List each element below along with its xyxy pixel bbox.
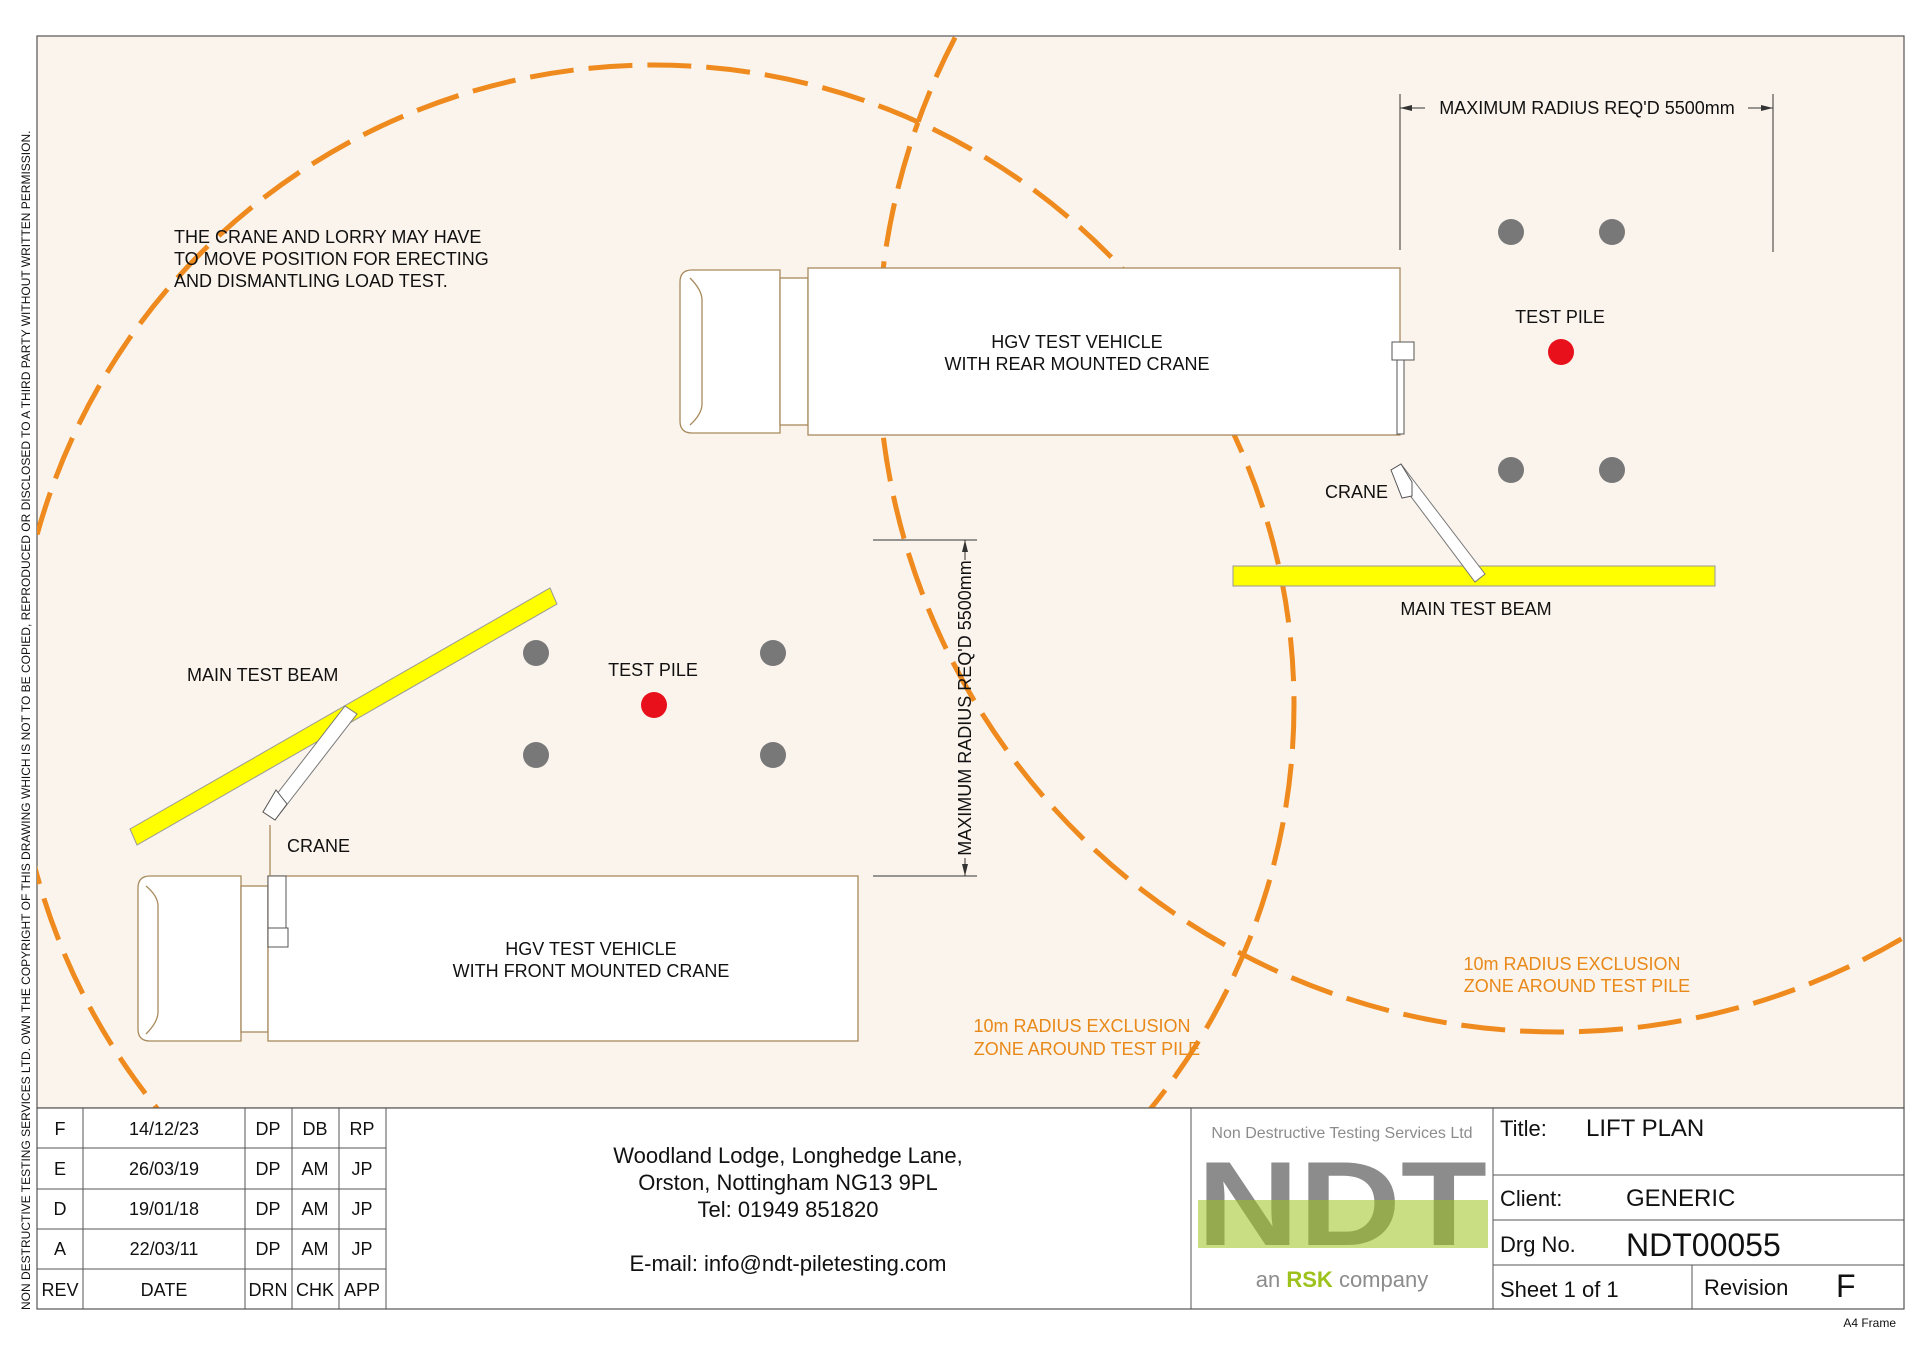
title-block (36, 1107, 1905, 1310)
date-cell: 26/03/19 (129, 1159, 199, 1179)
date-cell: 22/03/11 (130, 1239, 199, 1259)
revision-label: Revision (1704, 1275, 1788, 1300)
client-label: Client: (1500, 1186, 1562, 1211)
right-vehicle-label-1: HGV TEST VEHICLE (991, 332, 1162, 352)
left-vehicle-label-2: WITH FRONT MOUNTED CRANE (453, 961, 730, 981)
note-line-3: AND DISMANTLING LOAD TEST. (174, 271, 448, 291)
left-beam-label: MAIN TEST BEAM (187, 665, 338, 685)
right-anchor-pile (1498, 219, 1524, 245)
address-line-2: Orston, Nottingham NG13 9PL (638, 1170, 938, 1195)
address-tel: Tel: 01949 851820 (697, 1197, 878, 1222)
right-anchor-pile (1599, 457, 1625, 483)
left-anchor-pile (760, 640, 786, 666)
left-radius-label: MAXIMUM RADIUS REQ'D 5500mm (955, 560, 975, 855)
drg-value: NDT00055 (1626, 1227, 1781, 1263)
chk-cell: AM (302, 1159, 329, 1179)
note-line-1: THE CRANE AND LORRY MAY HAVE (174, 227, 481, 247)
address-email: E-mail: info@ndt-piletesting.com (629, 1251, 946, 1276)
title-value: LIFT PLAN (1586, 1115, 1704, 1142)
drn-cell: DP (255, 1199, 280, 1219)
rev-cell: F (55, 1119, 66, 1139)
right-pile-label: TEST PILE (1515, 307, 1605, 327)
left-anchor-pile (523, 640, 549, 666)
left-anchor-pile (760, 742, 786, 768)
logo-company-name: Non Destructive Testing Services Ltd (1211, 1125, 1472, 1142)
sheet-number: Sheet 1 of 1 (1500, 1277, 1619, 1302)
chk-cell: AM (302, 1239, 329, 1259)
tagline-pre: an (1256, 1267, 1287, 1292)
right-hgv-vehicle (679, 267, 1415, 436)
title-label: Title: (1500, 1116, 1547, 1141)
drn-cell: DP (255, 1119, 280, 1139)
app-cell: JP (351, 1199, 372, 1219)
app-cell: JP (351, 1239, 372, 1259)
app-cell: JP (351, 1159, 372, 1179)
date-cell: 19/01/18 (129, 1199, 199, 1219)
left-vehicle-label-1: HGV TEST VEHICLE (505, 939, 676, 959)
client-value: GENERIC (1626, 1185, 1735, 1212)
left-vehicle-cab (137, 875, 242, 1042)
right-vehicle-cab (679, 269, 781, 434)
tagline-post: company (1333, 1267, 1428, 1292)
right-anchor-pile (1599, 219, 1625, 245)
left-hgv-vehicle (137, 875, 859, 1042)
right-radius-label: MAXIMUM RADIUS REQ'D 5500mm (1439, 98, 1734, 118)
app-header: APP (344, 1280, 380, 1300)
right-beam-label: MAIN TEST BEAM (1400, 599, 1551, 619)
copyright-notice: NON DESTRUCTIVE TESTING SERVICES LTD. OW… (19, 131, 33, 1310)
left-crane-jib (262, 705, 358, 876)
right-radius-dimension (1399, 94, 1774, 252)
left-exclusion-zone (37, 62, 1297, 1108)
drn-cell: DP (255, 1239, 280, 1259)
logo-green-band (1198, 1200, 1488, 1248)
drg-label: Drg No. (1500, 1232, 1576, 1257)
right-crane-jib (1390, 463, 1486, 583)
ndt-logo: Non Destructive Testing Services Ltd NDT… (1197, 1125, 1488, 1292)
drn-header: DRN (249, 1280, 288, 1300)
right-anchor-pile (1498, 457, 1524, 483)
frame-size: A4 Frame (1843, 1316, 1896, 1330)
left-anchor-pile (523, 742, 549, 768)
rev-cell: E (54, 1159, 66, 1179)
logo-tagline: an RSK company (1256, 1267, 1428, 1292)
left-test-pile (641, 692, 667, 718)
right-zone-label-1: 10m RADIUS EXCLUSION (1463, 954, 1680, 974)
note-line-2: TO MOVE POSITION FOR ERECTING (174, 249, 489, 269)
left-crane-label: CRANE (287, 836, 350, 856)
tagline-brand: RSK (1286, 1267, 1333, 1292)
chk-cell: AM (302, 1199, 329, 1219)
address-line-1: Woodland Lodge, Longhedge Lane, (613, 1143, 962, 1168)
left-radius-dimension (873, 539, 977, 877)
chk-header: CHK (296, 1280, 334, 1300)
chk-cell: DB (302, 1119, 327, 1139)
rev-cell: D (54, 1199, 67, 1219)
revision-value: F (1836, 1268, 1856, 1304)
left-zone-label-1: 10m RADIUS EXCLUSION (973, 1016, 1190, 1036)
right-test-pile (1548, 339, 1574, 365)
right-vehicle-body (807, 267, 1401, 436)
rev-cell: A (54, 1239, 66, 1259)
date-header: DATE (141, 1280, 188, 1300)
left-zone-label-2: ZONE AROUND TEST PILE (974, 1039, 1200, 1059)
date-cell: 14/12/23 (129, 1119, 199, 1139)
right-vehicle-label-2: WITH REAR MOUNTED CRANE (945, 354, 1210, 374)
right-zone-label-2: ZONE AROUND TEST PILE (1464, 976, 1690, 996)
left-pile-label: TEST PILE (608, 660, 698, 680)
revision-table: F 14/12/23 DP DB RP E 26/03/19 DP AM JP … (41, 1119, 380, 1300)
right-crane-label: CRANE (1325, 482, 1388, 502)
app-cell: RP (349, 1119, 374, 1139)
rev-header: REV (41, 1280, 78, 1300)
left-vehicle-body (267, 875, 859, 1042)
drn-cell: DP (255, 1159, 280, 1179)
